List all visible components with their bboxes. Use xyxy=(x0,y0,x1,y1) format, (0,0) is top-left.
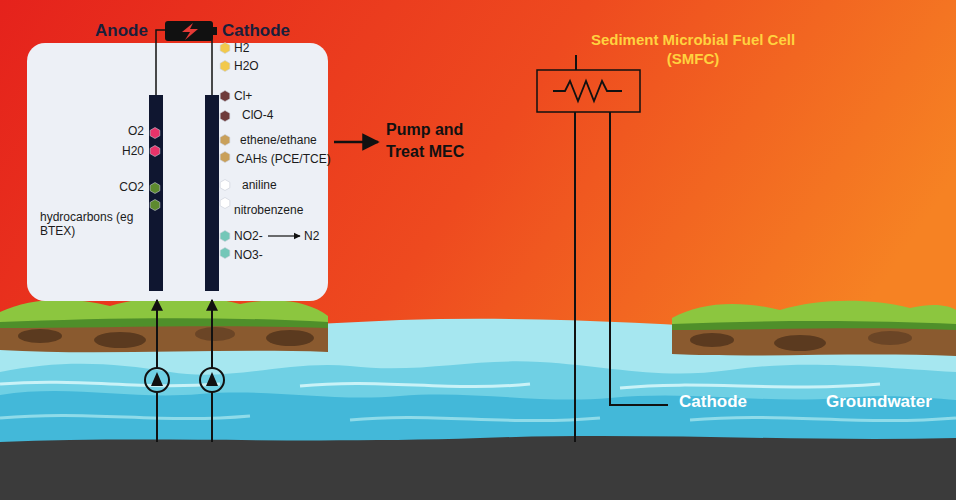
bedrock xyxy=(0,436,956,500)
groundwater xyxy=(0,319,956,450)
species-marker xyxy=(220,231,230,242)
battery-symbol xyxy=(156,30,213,95)
section-title: Sediment Microbial Fuel Cell (SMFC) xyxy=(568,30,818,68)
pumps xyxy=(211,300,213,442)
right-soil xyxy=(690,333,734,347)
species-label: CAHs (PCE/TCE) xyxy=(236,152,331,166)
left-soil xyxy=(18,329,62,343)
groundwater xyxy=(0,319,956,450)
right-soil xyxy=(868,331,912,345)
species-marker xyxy=(220,135,230,146)
left-soil xyxy=(0,297,328,353)
species-label: nitrobenzene xyxy=(234,203,303,217)
species-marker xyxy=(150,183,160,194)
species-label: hydrocarbons (eg BTEX) xyxy=(40,210,140,238)
smfc-circuit xyxy=(574,112,576,442)
species-marker xyxy=(220,43,230,54)
pumps xyxy=(156,300,158,442)
species-marker xyxy=(220,180,230,191)
species-marker xyxy=(150,200,160,211)
species-marker xyxy=(220,111,230,122)
battery-symbol xyxy=(213,27,217,35)
smfc-circuit xyxy=(610,112,668,405)
species-marker xyxy=(220,152,230,163)
species-marker xyxy=(220,61,230,72)
smfc-circuit xyxy=(553,81,622,101)
nitrite-arrow xyxy=(268,235,300,236)
species-markers xyxy=(150,43,230,259)
species-marker xyxy=(220,248,230,259)
electrodes xyxy=(205,95,219,291)
zone-label: Cathode xyxy=(679,395,747,409)
species-label: H2 xyxy=(234,41,249,55)
smfc-circuit xyxy=(537,55,668,442)
electrodes xyxy=(149,95,219,291)
left-soil xyxy=(195,327,235,341)
species-label: O2 xyxy=(96,124,144,138)
species-label: ClO-4 xyxy=(242,108,273,122)
section-title: Pump and Treat MEC xyxy=(386,119,486,163)
pumps xyxy=(200,368,224,392)
pumps xyxy=(151,372,218,386)
right-soil xyxy=(672,301,956,356)
species-label: ethene/ethane xyxy=(240,133,317,147)
groundwater xyxy=(0,361,956,450)
smfc-circuit xyxy=(537,70,640,112)
smfc-circuit xyxy=(575,55,577,70)
pump-and-treat-arrow xyxy=(334,141,378,144)
left-soil xyxy=(0,318,328,328)
electrode-heading: Anode xyxy=(95,21,148,41)
battery-symbol xyxy=(182,23,198,40)
pumps xyxy=(145,300,224,442)
left-soil xyxy=(94,332,146,348)
battery-symbol xyxy=(156,21,217,95)
species-label: N2 xyxy=(304,229,319,243)
electrodes xyxy=(149,95,163,291)
species-marker xyxy=(220,91,230,102)
electrode-heading: Cathode xyxy=(222,21,290,41)
left-soil xyxy=(266,330,314,346)
species-marker xyxy=(150,146,160,157)
groundwater xyxy=(0,382,880,388)
species-label: NO3- xyxy=(234,248,263,262)
zone-label: Groundwater xyxy=(826,395,932,409)
mec-panel: AnodeCathode xyxy=(27,43,328,301)
species-label: Cl+ xyxy=(234,89,252,103)
species-label: H2O xyxy=(234,59,259,73)
species-label: NO2- xyxy=(234,229,263,243)
pumps xyxy=(145,368,169,392)
battery-symbol xyxy=(165,21,213,41)
groundwater xyxy=(0,415,956,420)
right-soil xyxy=(774,335,826,351)
species-label: aniline xyxy=(242,178,277,192)
species-label: CO2 xyxy=(96,180,144,194)
species-marker xyxy=(220,198,230,209)
right-soil xyxy=(672,321,956,330)
species-marker xyxy=(150,128,160,139)
species-label: H20 xyxy=(96,144,144,158)
